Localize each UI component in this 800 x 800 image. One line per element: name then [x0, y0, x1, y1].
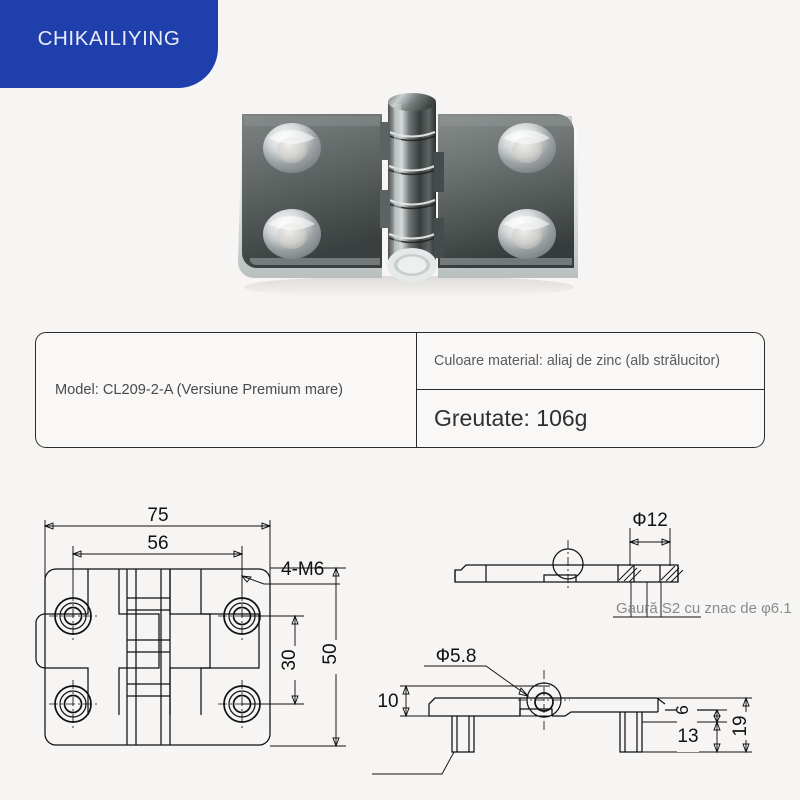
spec-material-cell: Culoare material: aliaj de zinc (alb str…	[417, 333, 764, 390]
brand-name: CHIKAILIYING	[37, 27, 181, 50]
drawing-plan-view: 75 56 4-M6 30	[18, 498, 378, 788]
dim-overall-height: 50	[320, 566, 347, 748]
dim-19-label: 19	[730, 715, 751, 736]
spec-material-text: Culoare material: aliaj de zinc (alb str…	[434, 353, 721, 369]
brand-banner: CHIKAILIYING	[0, 0, 218, 88]
drawing-section-top: Ф12	[398, 500, 798, 660]
dim-13-label: 13	[677, 726, 698, 747]
dim-75-label: 75	[147, 505, 168, 526]
callout-hole-dia: Ф5.8	[424, 646, 530, 697]
dim-10-label: 10	[377, 691, 398, 712]
specification-box: Model: CL209-2-A (Versiune Premium mare)…	[35, 332, 765, 448]
spec-model-cell: Model: CL209-2-A (Versiune Premium mare)	[36, 333, 417, 447]
dim-overall-width: 75	[43, 504, 272, 530]
note-hole-line1: Gaură S2 cu znac de φ6.1	[616, 600, 792, 617]
dim-counterbore: Ф12	[628, 510, 672, 566]
note-leaders	[613, 582, 701, 618]
plan-body	[35, 568, 271, 746]
dim-4m6-label: 4-M6	[281, 559, 324, 580]
dim-56-label: 56	[147, 533, 168, 554]
product-photo	[228, 82, 590, 304]
spec-model-text: Model: CL209-2-A (Versiune Premium mare)	[55, 382, 343, 398]
spec-weight-text: Greutate: 106g	[434, 405, 588, 431]
dim-hole-spacing-height: 30	[279, 614, 306, 706]
dim-6-label: 6	[672, 705, 692, 715]
callout-thread: 4-M6	[240, 559, 340, 585]
dim-hole-spacing-width: 56	[71, 532, 244, 558]
drawing-section-bottom: Ф5.8 10	[372, 640, 800, 800]
section-bottom-profile	[372, 670, 717, 775]
dim-30-label: 30	[279, 649, 300, 670]
spec-right-column: Culoare material: aliaj de zinc (alb str…	[417, 333, 764, 447]
countersunk-holes	[263, 123, 556, 259]
dim-phi12-label: Ф12	[632, 510, 668, 531]
dim-stack: 6 13 19	[642, 696, 757, 754]
dim-leaf-height: 10	[377, 684, 550, 718]
dim-50-label: 50	[320, 643, 341, 664]
dim-phi58-label: Ф5.8	[436, 646, 477, 667]
plan-bolt-holes	[49, 592, 266, 728]
hinge-barrel	[380, 93, 444, 282]
spec-weight-cell: Greutate: 106g	[417, 390, 764, 447]
section-top-profile	[454, 540, 684, 588]
